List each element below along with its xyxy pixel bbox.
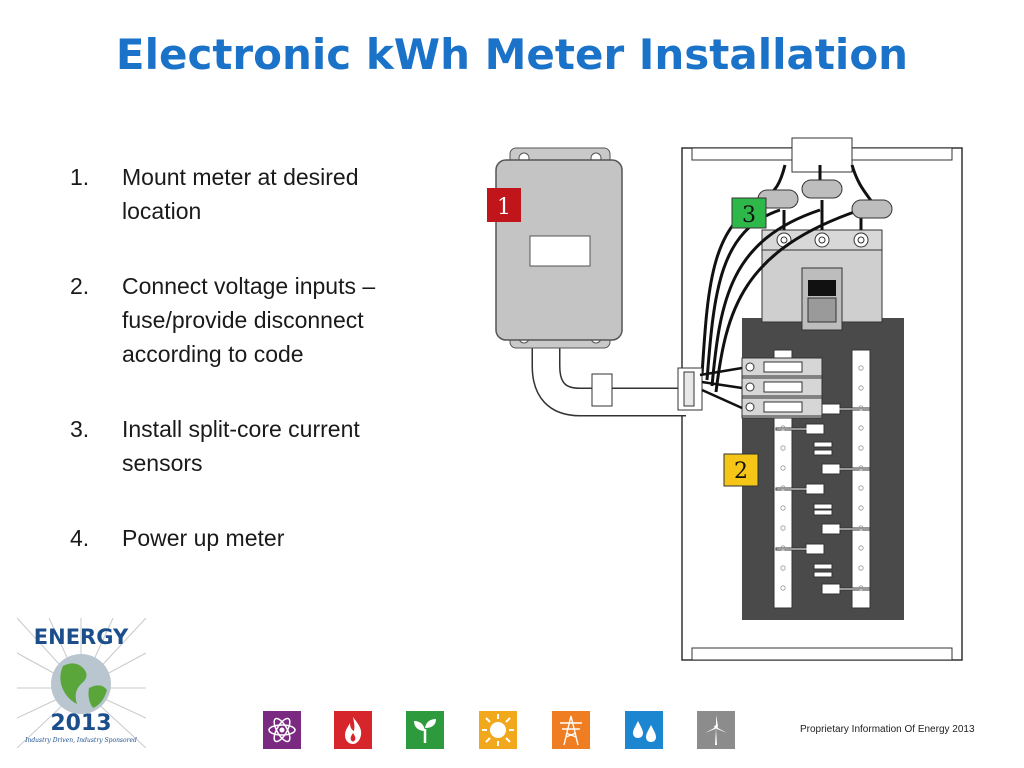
logo-word: ENERGY	[34, 625, 129, 649]
power-tower-icon	[552, 711, 590, 749]
step-number: 3.	[70, 416, 90, 442]
slide-title: Electronic kWh Meter Installation	[115, 30, 909, 79]
footer-text: Proprietary Information Of Energy 2013	[800, 724, 975, 735]
callout-2-label: 2	[734, 459, 748, 484]
installation-steps: 1. Mount meter at desired location 2. Co…	[70, 160, 430, 596]
callout-3: 3	[731, 197, 767, 229]
callout-3-box	[731, 197, 767, 229]
conduit	[531, 340, 743, 417]
step-number: 1.	[70, 164, 90, 190]
step-item: 1. Mount meter at desired location	[70, 160, 430, 228]
step-text: Mount meter at desired location	[122, 164, 359, 224]
atom-icon	[263, 711, 301, 749]
current-sensors	[757, 179, 893, 219]
logo-tagline: Industry Driven, Industry Sponsored	[24, 737, 137, 744]
step-item: 3. Install split-core current sensors	[70, 412, 430, 480]
callout-3-label: 3	[742, 203, 756, 228]
callout-2-box	[723, 453, 759, 487]
energy-2013-logo: ENERGY 2013 Industry Driven, Industry Sp…	[17, 618, 146, 748]
step-text: Power up meter	[122, 525, 285, 551]
globe-icon	[51, 654, 111, 714]
disconnect-breakers	[741, 357, 823, 419]
logo-year: 2013	[50, 711, 111, 736]
callout-2: 2	[723, 453, 759, 487]
sprout-icon	[406, 711, 444, 749]
step-item: 4. Power up meter	[70, 521, 430, 555]
callout-1-label: 1	[497, 195, 511, 220]
wind-turbine-icon	[697, 711, 735, 749]
water-drops-icon	[625, 711, 663, 749]
installation-diagram: 1 2 3	[487, 137, 963, 661]
callout-1-box	[487, 188, 521, 222]
electrical-panel	[681, 137, 963, 661]
step-item: 2. Connect voltage inputs – fuse/provide…	[70, 269, 430, 371]
step-text: Connect voltage inputs – fuse/provide di…	[122, 273, 376, 367]
step-text: Install split-core current sensors	[122, 416, 360, 476]
kwh-meter	[495, 147, 623, 349]
step-number: 4.	[70, 525, 90, 551]
sun-icon	[479, 711, 517, 749]
step-number: 2.	[70, 273, 90, 299]
flame-icon	[334, 711, 372, 749]
callout-1: 1	[487, 188, 521, 222]
